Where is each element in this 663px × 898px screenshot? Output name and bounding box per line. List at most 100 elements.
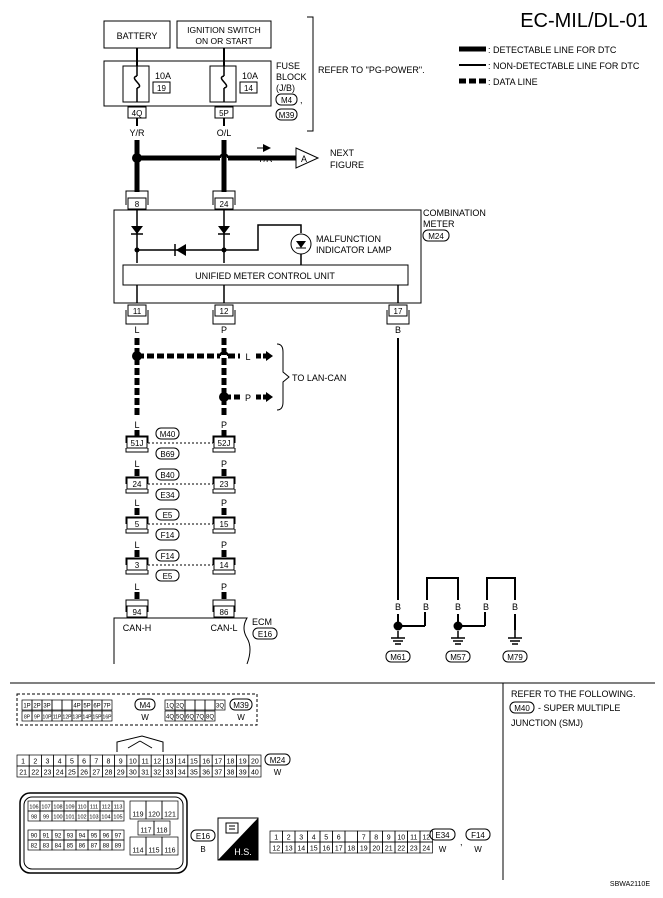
svg-text:84: 84 <box>55 844 62 850</box>
svg-text:89: 89 <box>115 844 122 850</box>
j2-right: 23 <box>220 480 229 489</box>
wire-yr: Y/R <box>129 128 145 138</box>
fuse-conn-m39: M39 <box>279 111 295 120</box>
svg-text:93: 93 <box>67 834 74 840</box>
svg-text:39: 39 <box>239 770 247 777</box>
svg-text:119: 119 <box>132 812 143 819</box>
svg-text:95: 95 <box>91 834 98 840</box>
svg-text:10P: 10P <box>43 715 53 721</box>
svg-text:101: 101 <box>65 815 74 821</box>
svg-text:10: 10 <box>129 759 137 766</box>
svg-text:8: 8 <box>374 835 378 842</box>
j1-bot: B69 <box>160 450 175 459</box>
wire-b-6: B <box>512 602 518 612</box>
legend-non-detectable: : NON-DETECTABLE LINE FOR DTC <box>488 61 640 71</box>
svg-text:24: 24 <box>422 846 430 853</box>
svg-text:92: 92 <box>55 834 62 840</box>
svg-text:115: 115 <box>148 848 159 855</box>
refer-following: REFER TO THE FOLLOWING. <box>511 689 636 699</box>
diagram-title: EC-MIL/DL-01 <box>520 10 648 32</box>
svg-text:37: 37 <box>214 770 222 777</box>
wire-l-6: L <box>134 582 139 592</box>
svg-text:2: 2 <box>287 835 291 842</box>
junction-3: 5 15 E5 F14 <box>125 508 236 541</box>
wire-ol: O/L <box>217 128 232 138</box>
j1-left: 51J <box>131 439 144 448</box>
wire-l-3: L <box>134 459 139 469</box>
fuse-14-amp: 10A <box>242 71 258 81</box>
svg-text:5P: 5P <box>83 704 90 710</box>
svg-text:19: 19 <box>239 759 247 766</box>
svg-text:17: 17 <box>335 846 343 853</box>
j3-right: 15 <box>220 520 229 529</box>
svg-text:6Q: 6Q <box>186 715 194 721</box>
svg-text:7: 7 <box>94 759 98 766</box>
svg-text:21: 21 <box>385 846 393 853</box>
svg-text:31: 31 <box>141 770 149 777</box>
svg-text:91: 91 <box>43 834 50 840</box>
svg-text:1: 1 <box>21 759 25 766</box>
terminal-5p: 5P <box>219 109 229 118</box>
meter-terminal-8: 8 <box>135 200 140 209</box>
terminal-4q: 4Q <box>132 109 143 118</box>
meter-name-1: COMBINATION <box>423 208 486 218</box>
j2-left: 24 <box>133 480 142 489</box>
svg-text:3: 3 <box>299 835 303 842</box>
svg-text:23: 23 <box>410 846 418 853</box>
svg-text:35: 35 <box>190 770 198 777</box>
svg-text:10: 10 <box>397 835 405 842</box>
svg-text:5Q: 5Q <box>176 715 184 721</box>
m24-label: M24 <box>270 756 286 765</box>
svg-text:97: 97 <box>115 834 122 840</box>
svg-text:17: 17 <box>214 759 222 766</box>
ground-m79-icon <box>508 630 522 645</box>
svg-text:1P: 1P <box>23 704 30 710</box>
wire-p-6: P <box>221 582 227 592</box>
wire-b-3: B <box>423 602 429 612</box>
svg-text:38: 38 <box>227 770 235 777</box>
svg-text:3P: 3P <box>43 704 50 710</box>
wire-l-5: L <box>134 540 139 550</box>
ground-m61-icon <box>391 631 405 645</box>
svg-text:16: 16 <box>202 759 210 766</box>
wire-l-1: L <box>134 325 139 335</box>
m24-color: W <box>274 768 282 777</box>
mil-label-1: MALFUNCTION <box>316 234 381 244</box>
refer-smj-1: - SUPER MULTIPLE <box>538 703 620 713</box>
ecm-box <box>113 617 251 665</box>
svg-text:110: 110 <box>78 805 87 811</box>
to-lan-can: TO LAN-CAN <box>292 373 346 383</box>
meter-terminal-11: 11 <box>133 307 142 316</box>
svg-text:11: 11 <box>141 759 148 766</box>
svg-text:24: 24 <box>56 770 64 777</box>
m39-color: W <box>237 713 245 722</box>
wire-b-4: B <box>455 602 461 612</box>
figure-code: SBWA2110E <box>610 881 650 888</box>
svg-text:8P: 8P <box>24 715 31 721</box>
svg-text:,: , <box>460 837 463 847</box>
svg-text:100: 100 <box>53 815 62 821</box>
j3-left: 5 <box>135 520 140 529</box>
svg-text:99: 99 <box>43 815 49 821</box>
svg-text:8: 8 <box>107 759 111 766</box>
svg-text:4: 4 <box>58 759 62 766</box>
svg-text:111: 111 <box>90 805 98 811</box>
svg-text:18: 18 <box>227 759 235 766</box>
svg-text:36: 36 <box>202 770 210 777</box>
connector-e16 <box>19 792 188 874</box>
svg-text:102: 102 <box>77 815 86 821</box>
svg-text:,: , <box>300 95 303 105</box>
fuse-19 <box>122 65 150 103</box>
e34-label: E34 <box>435 831 450 840</box>
hs-icon: H.S. <box>217 817 259 861</box>
svg-text:22: 22 <box>397 846 405 853</box>
svg-text:25: 25 <box>68 770 76 777</box>
svg-text:117: 117 <box>140 828 151 835</box>
j4-left: 3 <box>135 561 140 570</box>
m39-label: M39 <box>233 701 249 710</box>
next-figure-1: NEXT <box>330 148 355 158</box>
wire-b-2: B <box>395 602 401 612</box>
